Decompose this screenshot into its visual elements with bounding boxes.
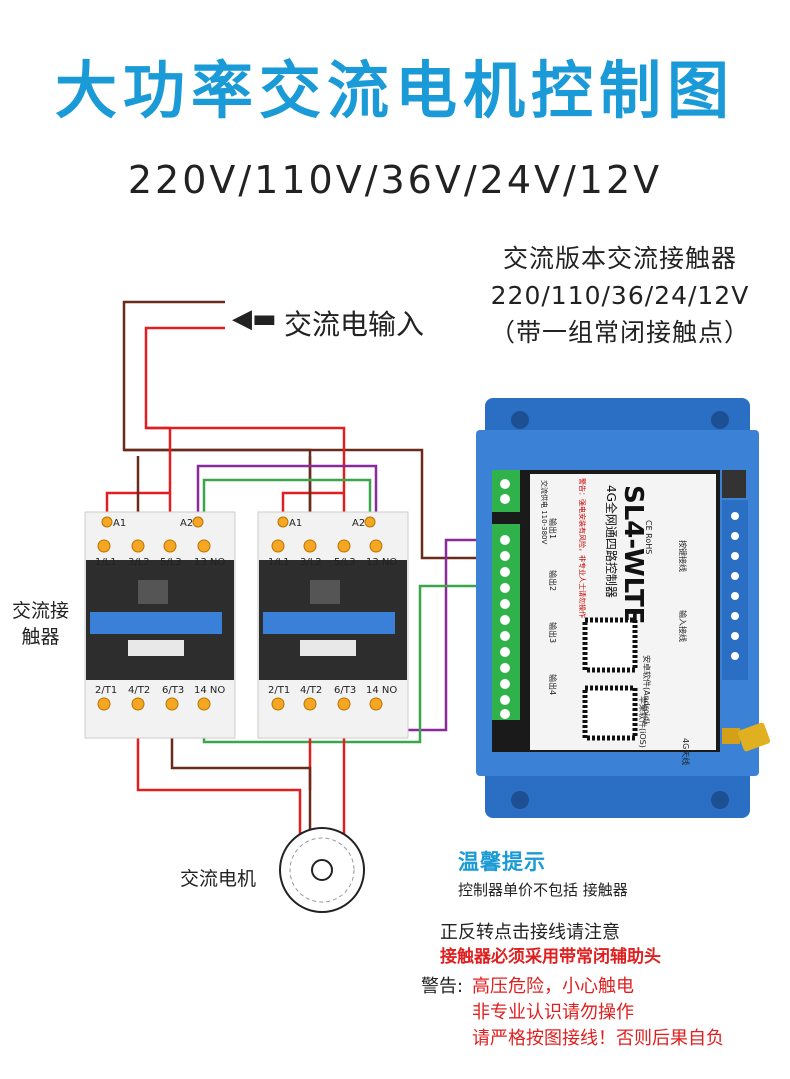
warning-head: 警告: xyxy=(421,976,464,997)
note-line-2: 接触器必须采用带常闭辅助头 xyxy=(440,947,661,967)
contactor-note-line2: 220/110/36/24/12V xyxy=(490,281,750,310)
c1-t2: 4/T2 xyxy=(128,685,150,696)
c1-l1: 1/L1 xyxy=(95,557,117,568)
motor-label: 交流电机 xyxy=(180,868,257,890)
c1-t1: 2/T1 xyxy=(95,685,117,696)
voltage-list: 220V/110V/36V/24V/12V xyxy=(127,158,663,202)
contactor-note: 交流版本交流接触器 220/110/36/24/12V （带一组常闭接触点） xyxy=(455,240,785,351)
controller-output-3: 输出3 xyxy=(548,622,558,643)
c2-t1: 2/T1 xyxy=(268,685,290,696)
warning-line-1: 高压危险，小心触电 xyxy=(472,976,634,997)
controller-output-4: 输出4 xyxy=(548,674,558,695)
purple-wire xyxy=(196,464,378,546)
c2-t3: 6/T3 xyxy=(334,685,356,696)
c2-13no: 13 NO xyxy=(366,557,397,568)
c2-t2: 4/T2 xyxy=(300,685,322,696)
contactor-note-line1: 交流版本交流接触器 xyxy=(502,244,737,273)
c1-a1: A1 xyxy=(113,518,126,529)
warning-line-3: 请严格按图接线！否则后果自负 xyxy=(472,1028,724,1049)
antenna-icon xyxy=(722,722,771,752)
motor-red-wire-1 xyxy=(136,700,302,840)
c1-t3: 6/T3 xyxy=(162,685,184,696)
warning-line-2: 非专业认识请勿操作 xyxy=(472,1002,634,1023)
controller-power-label: 交流供电 110-380V xyxy=(540,480,549,544)
c1-13no: 13 NO xyxy=(194,557,225,568)
c1-l3: 5/L3 xyxy=(160,557,182,568)
arrow-left-icon: ◀▬ xyxy=(232,304,277,334)
c1-14no: 14 NO xyxy=(194,685,225,696)
note-line-1: 正反转点击接线请注意 xyxy=(440,922,620,943)
qr-code-icon xyxy=(582,617,638,741)
controller-output-1: 输出1 xyxy=(548,518,558,539)
contactor-label: 交流接 触器 xyxy=(12,600,70,648)
controller-cert: CE RoHS xyxy=(644,520,653,554)
controller-antenna-label: 4G天线 xyxy=(681,738,691,765)
c1-a2: A2 xyxy=(180,518,193,529)
tips-title: 温馨提示 xyxy=(458,850,546,874)
c2-l1: 1/L1 xyxy=(268,557,290,568)
controller-terminal-screws xyxy=(500,479,739,719)
ac-input-label: 交流电输入 xyxy=(284,308,425,341)
c2-l3: 5/L3 xyxy=(334,557,356,568)
controller-key-label: 按键接线 xyxy=(678,540,688,572)
brown-wire-to-controller xyxy=(124,448,500,560)
controller xyxy=(476,398,759,818)
contactor-1 xyxy=(84,511,236,739)
terminal-screws xyxy=(97,516,383,711)
contactor-note-line3: （带一组常闭接触点） xyxy=(489,318,750,347)
c1-l2: 3/L2 xyxy=(128,557,150,568)
page-title: 大功率交流电机控制图 xyxy=(54,54,735,127)
controller-input-label: 输入接线 xyxy=(678,610,688,642)
controller-warning: 警告：强电安装有风险，非专业人士请勿操作 xyxy=(578,478,587,618)
controller-name: 4G全网通四路控制器 xyxy=(604,485,619,598)
controller-app-android: 安卓软件(Android) xyxy=(642,655,652,724)
controller-output-2: 输出2 xyxy=(548,570,558,591)
c2-a2: A2 xyxy=(352,518,365,529)
tips-line: 控制器单价不包括 接触器 xyxy=(458,881,628,899)
red-wire-b xyxy=(146,426,346,546)
controller-app-ios: 苹果软件(iOS) xyxy=(638,696,648,748)
c2-l2: 3/L2 xyxy=(300,557,322,568)
controller-model: SL4-WLTE xyxy=(618,485,648,624)
motor-icon xyxy=(279,827,365,913)
c2-a1: A1 xyxy=(289,518,302,529)
c2-14no: 14 NO xyxy=(366,685,397,696)
